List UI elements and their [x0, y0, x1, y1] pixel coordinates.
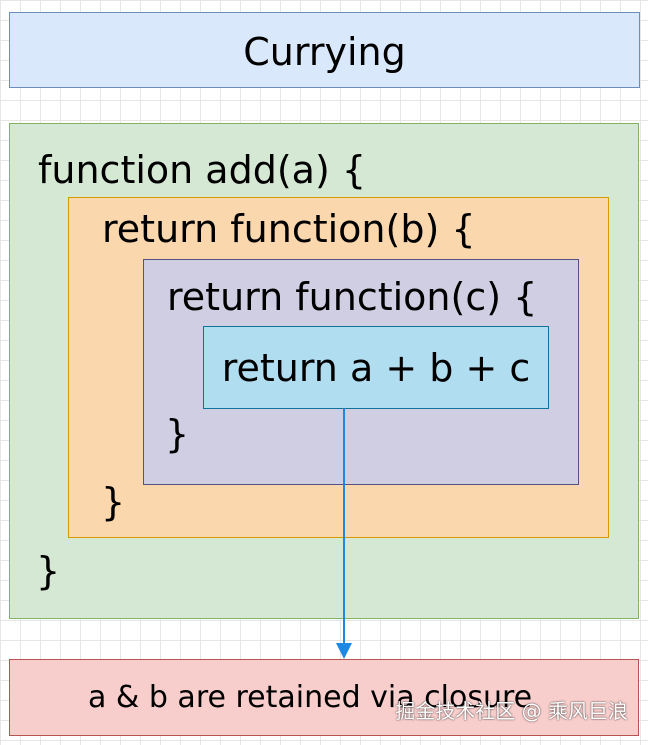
result-text: a & b are retained via closure	[88, 680, 533, 715]
closure-arrow-head	[336, 643, 352, 659]
middle-function-open: return function(b) {	[102, 207, 476, 251]
outer-function-open: function add(a) {	[38, 148, 367, 192]
result-box	[9, 659, 639, 736]
diagram-title: Currying	[243, 30, 406, 74]
middle-function-close: }	[101, 480, 126, 524]
inner-function-close: }	[165, 412, 190, 456]
watermark: 掘金技术社区 @ 乘风巨浪	[395, 699, 628, 723]
title-box: Currying	[9, 12, 640, 88]
return-expression: return a + b + c	[221, 345, 531, 390]
return-expression-box: return a + b + c	[203, 326, 549, 409]
inner-function-open: return function(c) {	[167, 275, 538, 319]
outer-function-close: }	[36, 549, 61, 593]
